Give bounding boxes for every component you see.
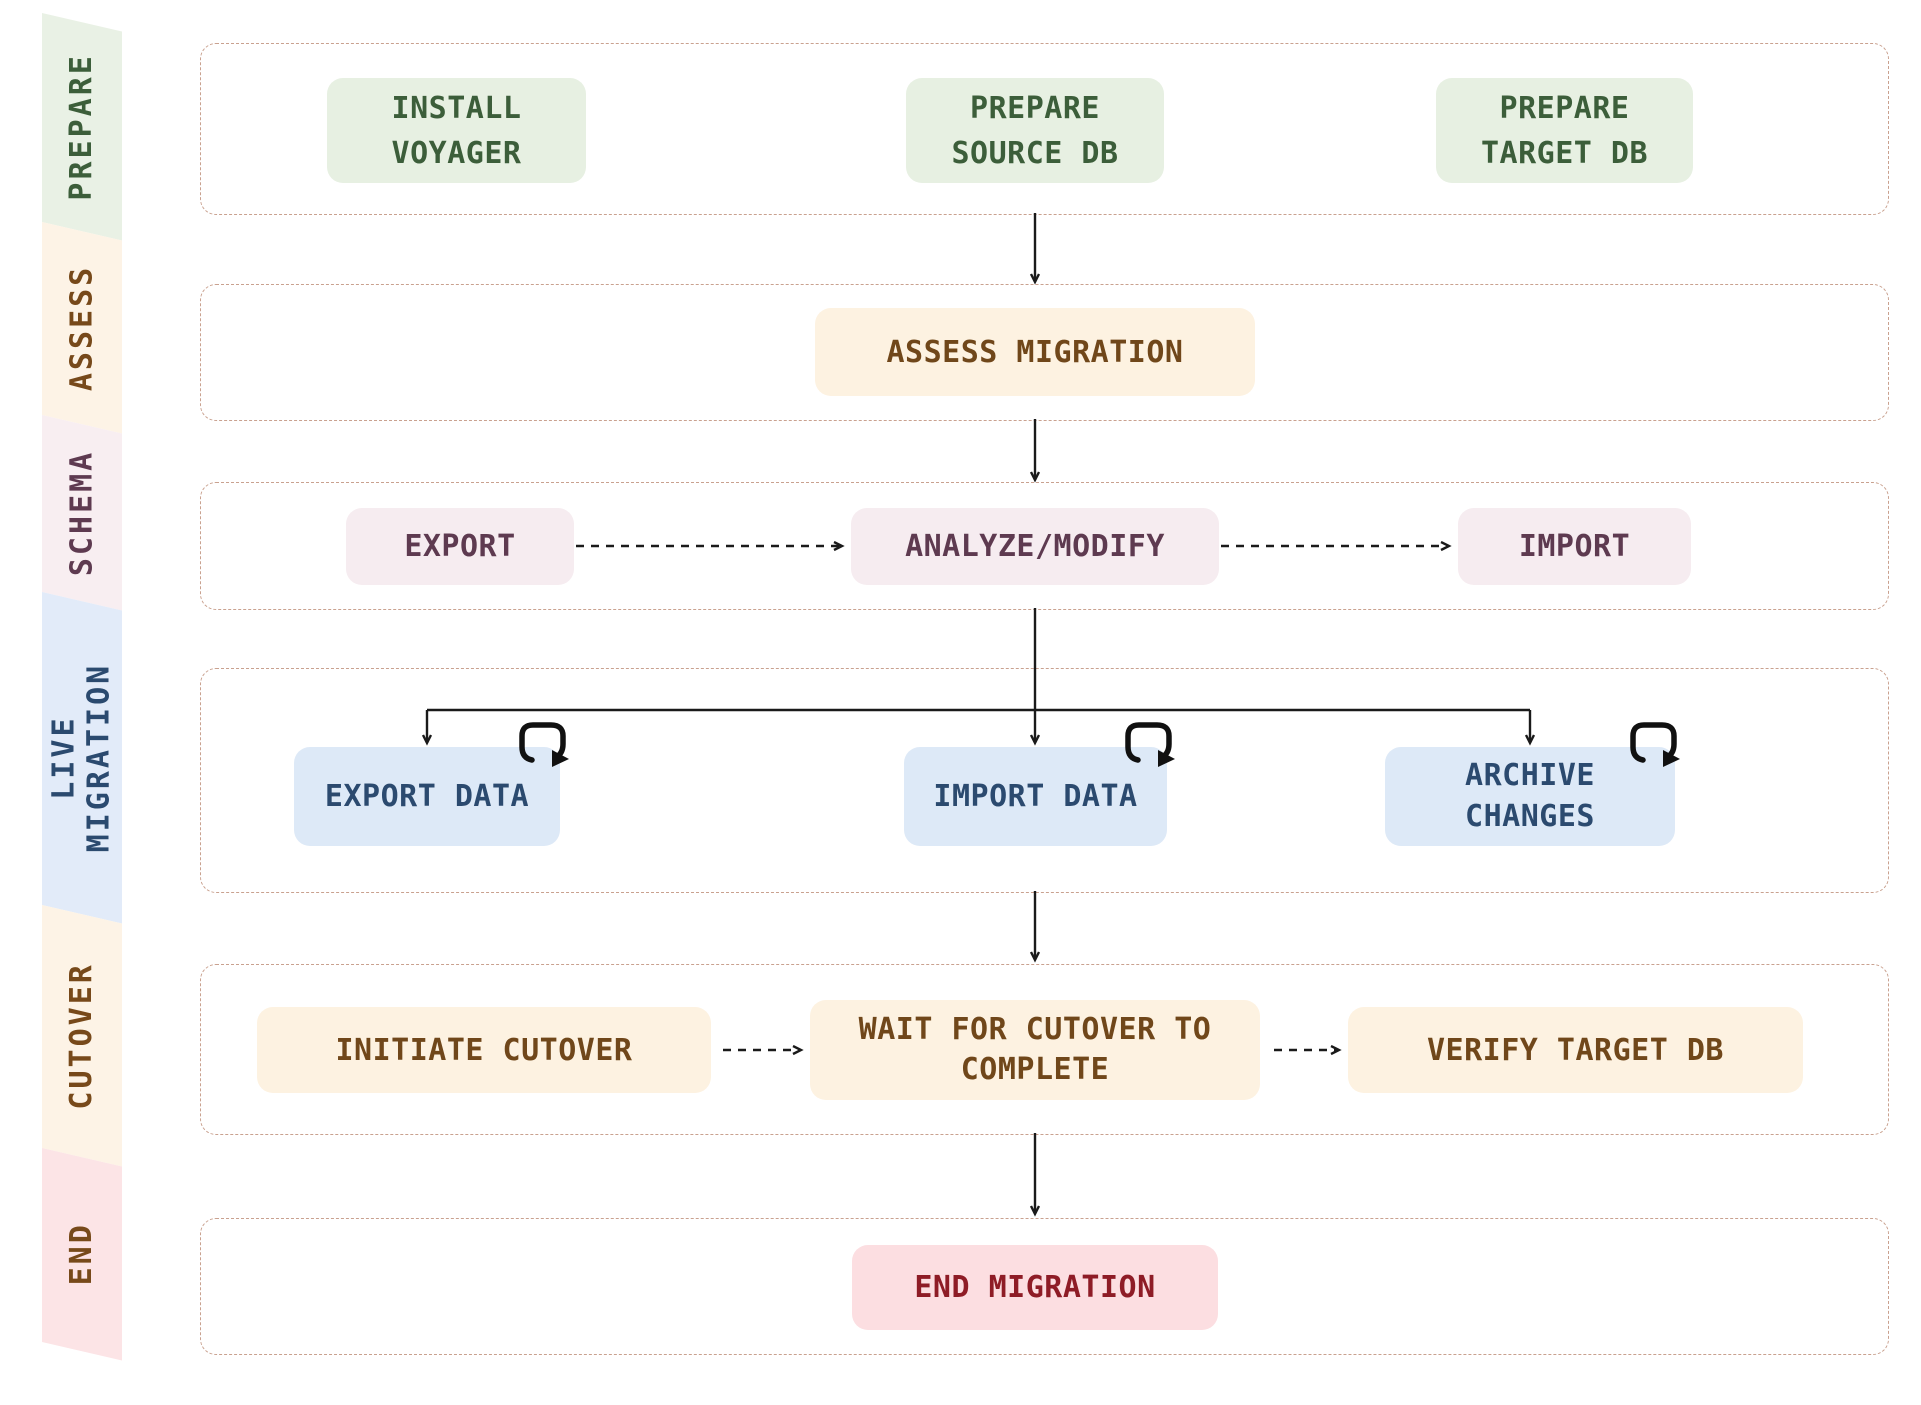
sidebar-segment-cutover: CUTOVER xyxy=(42,905,122,1167)
sidebar-segment-prepare: PREPARE xyxy=(42,13,122,241)
stage-row-live-migration xyxy=(200,668,1889,893)
stage-sidebar: PREPARE ASSESS SCHEMA LIVE MIGRATION CUT… xyxy=(42,13,122,1361)
node-assess-migration: ASSESS MIGRATION xyxy=(815,308,1255,396)
node-import-data: IMPORT DATA xyxy=(904,747,1167,846)
node-label: EXPORT DATA xyxy=(324,779,530,814)
node-label: END MIGRATION xyxy=(914,1270,1156,1305)
node-label: SOURCE DB xyxy=(951,135,1119,171)
node-initiate-cutover: INITIATE CUTOVER xyxy=(257,1007,711,1093)
node-label: ANALYZE/MODIFY xyxy=(905,529,1165,564)
node-install-voyager: INSTALL VOYAGER xyxy=(327,78,586,183)
repeat-loop-icon xyxy=(519,722,569,767)
stage-row-cutover xyxy=(200,964,1889,1135)
node-prepare-target-db: PREPARE TARGET DB xyxy=(1436,78,1693,183)
node-wait-for-cutover: WAIT FOR CUTOVER TO COMPLETE xyxy=(810,1000,1260,1100)
sidebar-segment-end: END xyxy=(42,1148,122,1361)
node-label: PREPARE xyxy=(970,90,1100,126)
node-analyze-modify: ANALYZE/MODIFY xyxy=(851,508,1219,585)
node-label: VOYAGER xyxy=(391,135,522,171)
node-verify-target-db: VERIFY TARGET DB xyxy=(1348,1007,1803,1093)
sidebar-segment-live-migration: LIVE MIGRATION xyxy=(42,592,122,924)
sidebar-segment-schema: SCHEMA xyxy=(42,415,122,611)
node-label: CHANGES xyxy=(1465,798,1595,834)
node-label: TARGET DB xyxy=(1480,135,1649,171)
sidebar-label-live-migration: LIVE MIGRATION xyxy=(46,662,117,853)
node-prepare-source-db: PREPARE SOURCE DB xyxy=(906,78,1164,183)
node-import-schema: IMPORT xyxy=(1458,508,1691,585)
sidebar-segment-assess: ASSESS xyxy=(42,222,122,434)
sidebar-label-schema: SCHEMA xyxy=(64,449,100,576)
node-label: IMPORT xyxy=(1518,529,1631,564)
repeat-loop-icon xyxy=(1125,722,1175,767)
stage-row-assess xyxy=(200,284,1889,421)
stage-row-prepare xyxy=(200,43,1889,215)
node-export-data: EXPORT DATA xyxy=(294,747,560,846)
node-archive-changes: ARCHIVE CHANGES xyxy=(1385,747,1675,846)
node-label: PREPARE xyxy=(1499,90,1630,126)
stage-row-end xyxy=(200,1218,1889,1355)
sidebar-label-cutover: CUTOVER xyxy=(64,962,100,1110)
node-end-migration: END MIGRATION xyxy=(852,1245,1218,1330)
node-label: INITIATE CUTOVER xyxy=(335,1032,633,1068)
node-label: WAIT FOR CUTOVER TO xyxy=(858,1011,1212,1047)
node-label: VERIFY TARGET DB xyxy=(1427,1032,1724,1068)
node-label: INSTALL xyxy=(391,90,522,126)
node-label: COMPLETE xyxy=(960,1052,1110,1087)
sidebar-label-prepare: PREPARE xyxy=(64,53,100,201)
node-label: ASSESS MIGRATION xyxy=(886,334,1184,370)
node-label: EXPORT xyxy=(404,529,516,564)
sidebar-label-end: END xyxy=(64,1222,100,1286)
node-export-schema: EXPORT xyxy=(346,508,574,585)
node-label: ARCHIVE xyxy=(1465,758,1595,793)
node-label: IMPORT DATA xyxy=(933,779,1138,814)
stage-row-schema xyxy=(200,482,1889,610)
sidebar-label-assess: ASSESS xyxy=(64,264,100,391)
repeat-loop-icon xyxy=(1630,722,1680,767)
